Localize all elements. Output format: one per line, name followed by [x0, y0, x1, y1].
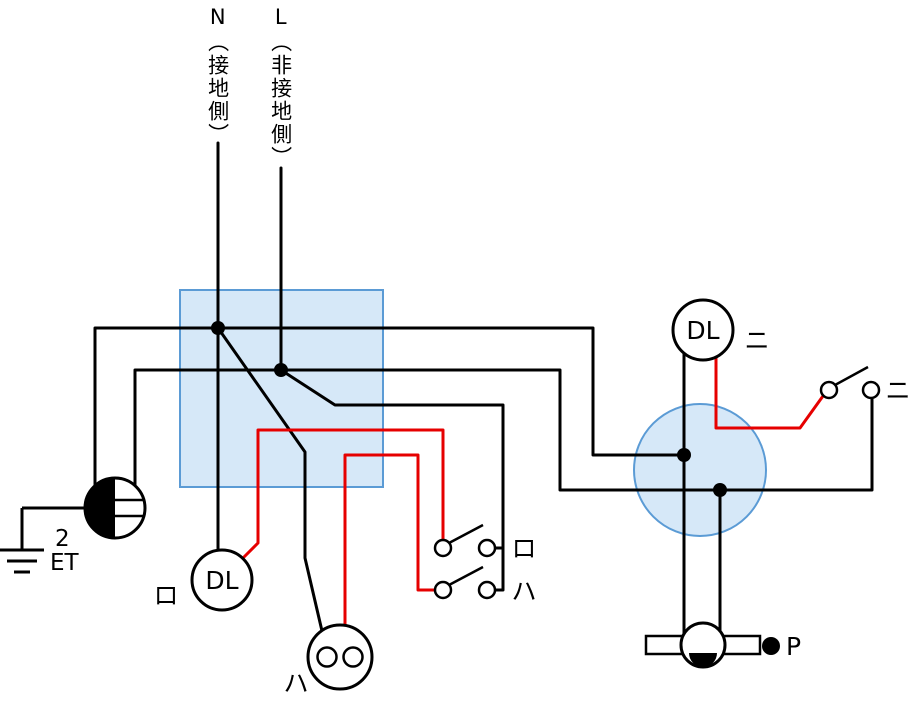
- downlight-ro-circle: [190, 548, 254, 612]
- wire-neutral-to-outletbox: [216, 326, 686, 457]
- junction-dots: [211, 321, 727, 497]
- switch-ni-circuit-label: ニ: [885, 376, 910, 405]
- junction-dot-box-live: [713, 483, 727, 497]
- switch-ni-terminal-right: [861, 380, 881, 400]
- outlet-label-2: 2: [55, 526, 70, 552]
- downlight-ro-circuit-label: ロ: [153, 581, 178, 610]
- wire-return-switch-ha: [343, 453, 437, 628]
- switch-ro-terminal-left: [433, 538, 453, 558]
- live-letter: L: [268, 5, 293, 31]
- switch-ro: ロ: [433, 523, 537, 563]
- receptacle-terminal-left: [316, 646, 338, 668]
- switch-ha-lever: [448, 565, 484, 587]
- neutral-source-label: N（接地側）: [205, 5, 230, 146]
- downlight-ni-circle: [671, 298, 735, 362]
- switch-ro-terminal-right: [477, 538, 497, 558]
- pendant-fixture: P: [644, 621, 801, 669]
- wire-neutral-to-outlet: [93, 326, 220, 489]
- neutral-detail: （接地側）: [205, 31, 230, 146]
- live-detail: （非接地側）: [268, 31, 293, 169]
- switch-ro-lever: [448, 523, 484, 545]
- switch-ha-terminal-right: [477, 580, 497, 600]
- wire-live-to-outlet: [133, 368, 283, 489]
- switch-ro-circuit-label: ロ: [511, 534, 536, 563]
- switch-ha-terminal-left: [433, 580, 453, 600]
- lamp-receptacle-ha: ハ: [283, 623, 374, 698]
- outlet-box: [633, 403, 767, 537]
- neutral-letter: N: [205, 5, 230, 31]
- receptacle-circuit-label: ハ: [283, 669, 308, 698]
- switch-ni: ニ: [819, 365, 911, 405]
- earth-ground-icon: [0, 548, 44, 574]
- wire-return-switch-ni: [714, 355, 825, 430]
- live-source-label: L（非接地側）: [268, 5, 293, 169]
- downlight-ro: DL ロ: [153, 548, 254, 612]
- red-wires: [242, 355, 825, 628]
- junction-dot-neutral: [211, 321, 225, 335]
- switch-ni-lever: [834, 365, 869, 387]
- fixture-socket-fill: [689, 653, 717, 667]
- wire-live-to-switch-ni: [279, 368, 874, 492]
- junction-dot-box-neutral: [677, 448, 691, 462]
- receptacle-terminal-right: [342, 646, 364, 668]
- downlight-ni-symbol: DL: [686, 316, 719, 345]
- downlight-ro-symbol: DL: [205, 566, 238, 595]
- pendant-dot-icon: [762, 637, 780, 655]
- switch-ha-circuit-label: ハ: [511, 577, 536, 606]
- wire-live-to-switches: [279, 368, 505, 592]
- downlight-ni-circuit-label: ニ: [744, 326, 769, 355]
- downlight-ni: DL ニ: [671, 298, 770, 362]
- switch-ha: ハ: [433, 565, 537, 606]
- outlet-label-et: ET: [50, 550, 80, 576]
- pendant-label: P: [786, 632, 801, 661]
- switch-ni-terminal-left: [819, 380, 839, 400]
- wire-return-switch-ro: [242, 428, 445, 559]
- receptacle-outer-circle: [306, 623, 374, 691]
- outlet-symbol: 2 ET: [0, 476, 147, 576]
- black-wires: [93, 141, 874, 642]
- outlet-wall-side-fill: [85, 478, 115, 538]
- wire-neutral-to-receptacle: [216, 326, 324, 633]
- junction-dot-live: [274, 363, 288, 377]
